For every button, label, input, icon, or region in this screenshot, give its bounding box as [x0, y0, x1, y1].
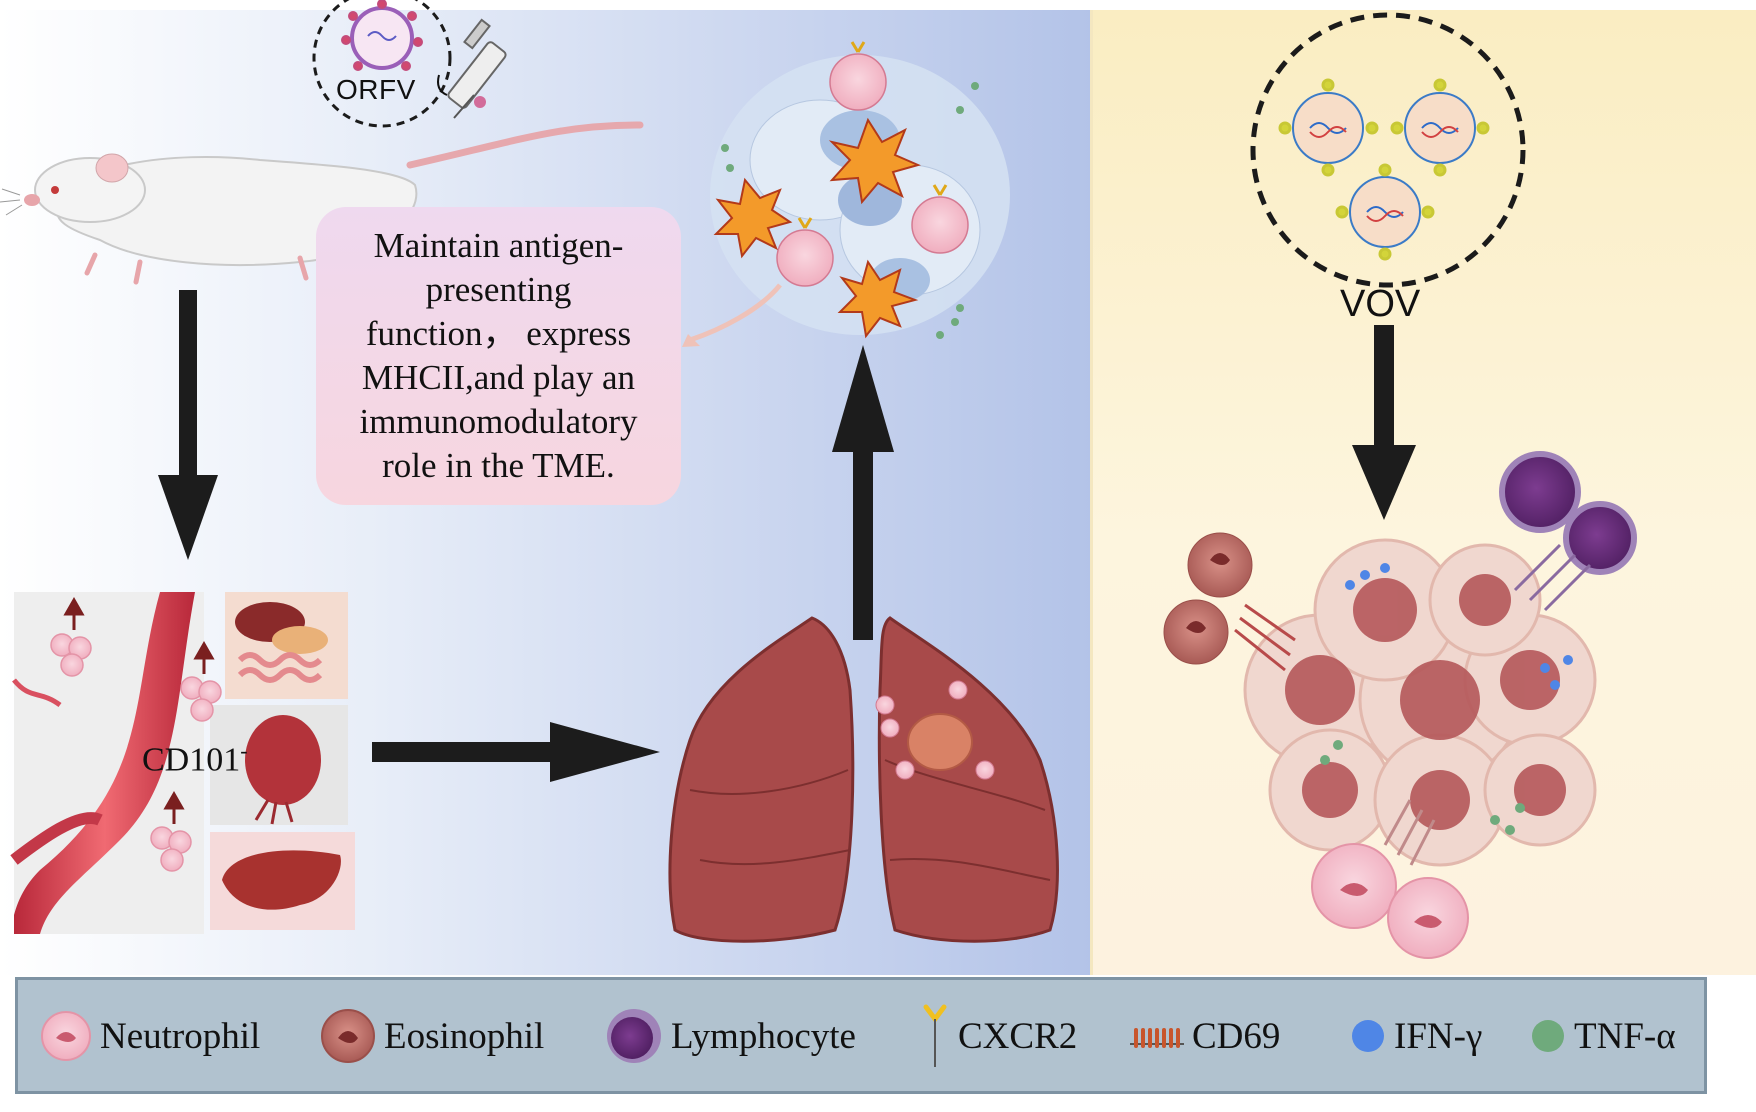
eosinophil-icon — [321, 1009, 375, 1063]
legend-label: TNF-α — [1574, 1015, 1676, 1057]
annotation-line: Maintain antigen- — [373, 226, 624, 265]
legend: Neutrophil Eosinophil Lymphocyte CXCR2 — [15, 977, 1707, 1094]
arrow-down-left — [158, 290, 218, 560]
arrow-down-right — [1352, 325, 1416, 520]
legend-item-lymphocyte: Lymphocyte — [603, 1006, 856, 1066]
cd101-superscript: - — [240, 738, 248, 763]
legend-label: CD69 — [1192, 1015, 1281, 1057]
annotation-line: presenting — [425, 270, 572, 309]
lungs-illustration — [668, 616, 1059, 943]
legend-item-tnf-alpha: TNF-α — [1528, 1006, 1676, 1066]
cxcr2-icon — [923, 1004, 947, 1067]
legend-item-neutrophil: Neutrophil — [38, 1006, 260, 1066]
legend-item-cxcr2: CXCR2 — [918, 1004, 1078, 1067]
eosinophils-right — [1163, 532, 1296, 672]
annotation-box: Maintain antigen- presenting function， e… — [316, 207, 681, 505]
tumor-cluster — [1243, 538, 1597, 867]
legend-item-cd69: CD69 — [1128, 1006, 1280, 1066]
orfv-virus — [312, 0, 452, 128]
vessel-panel — [10, 592, 204, 934]
annotation-line: MHCII,and play an — [361, 358, 636, 397]
cd101-label: CD101- — [142, 738, 248, 779]
lymphocytes-right — [1499, 451, 1637, 612]
cd101-text: CD101 — [142, 741, 241, 779]
arrow-up-center — [832, 345, 894, 640]
legend-item-eosinophil: Eosinophil — [318, 1006, 544, 1066]
organ-panel-spleen — [210, 705, 348, 825]
legend-item-ifn-gamma: IFN-γ — [1348, 1006, 1482, 1066]
annotation-line: role in the TME. — [382, 446, 615, 485]
legend-label: Lymphocyte — [671, 1015, 856, 1057]
cd69-icon — [1130, 1028, 1184, 1048]
annotation-line: immunomodulatory — [359, 402, 638, 441]
legend-label: CXCR2 — [958, 1015, 1078, 1057]
arrow-right-to-lung — [372, 722, 660, 782]
lymphocyte-icon — [607, 1009, 661, 1063]
illustration-layer — [0, 0, 1637, 959]
panel-divider — [1090, 10, 1093, 975]
legend-label: Eosinophil — [384, 1015, 545, 1057]
neutrophil-icon — [41, 1011, 91, 1061]
organ-panel-abdomen — [225, 592, 348, 699]
syringe-icon — [437, 18, 507, 119]
tme-cluster — [682, 41, 1010, 347]
legend-label: Neutrophil — [100, 1015, 261, 1057]
orfv-label: ORFV — [336, 74, 416, 105]
annotation-line: function， express — [365, 314, 632, 353]
neutrophils-right — [1311, 799, 1469, 959]
legend-label: IFN-γ — [1394, 1015, 1483, 1057]
tnf-alpha-icon — [1532, 1020, 1564, 1052]
migrating-neutrophils — [50, 596, 222, 872]
organ-panel-liver — [210, 832, 355, 930]
vov-virus — [1250, 12, 1526, 288]
ifn-gamma-icon — [1352, 1020, 1384, 1052]
vov-label: VOV — [1340, 283, 1421, 325]
annotation-text: Maintain antigen- presenting function， e… — [359, 224, 637, 488]
